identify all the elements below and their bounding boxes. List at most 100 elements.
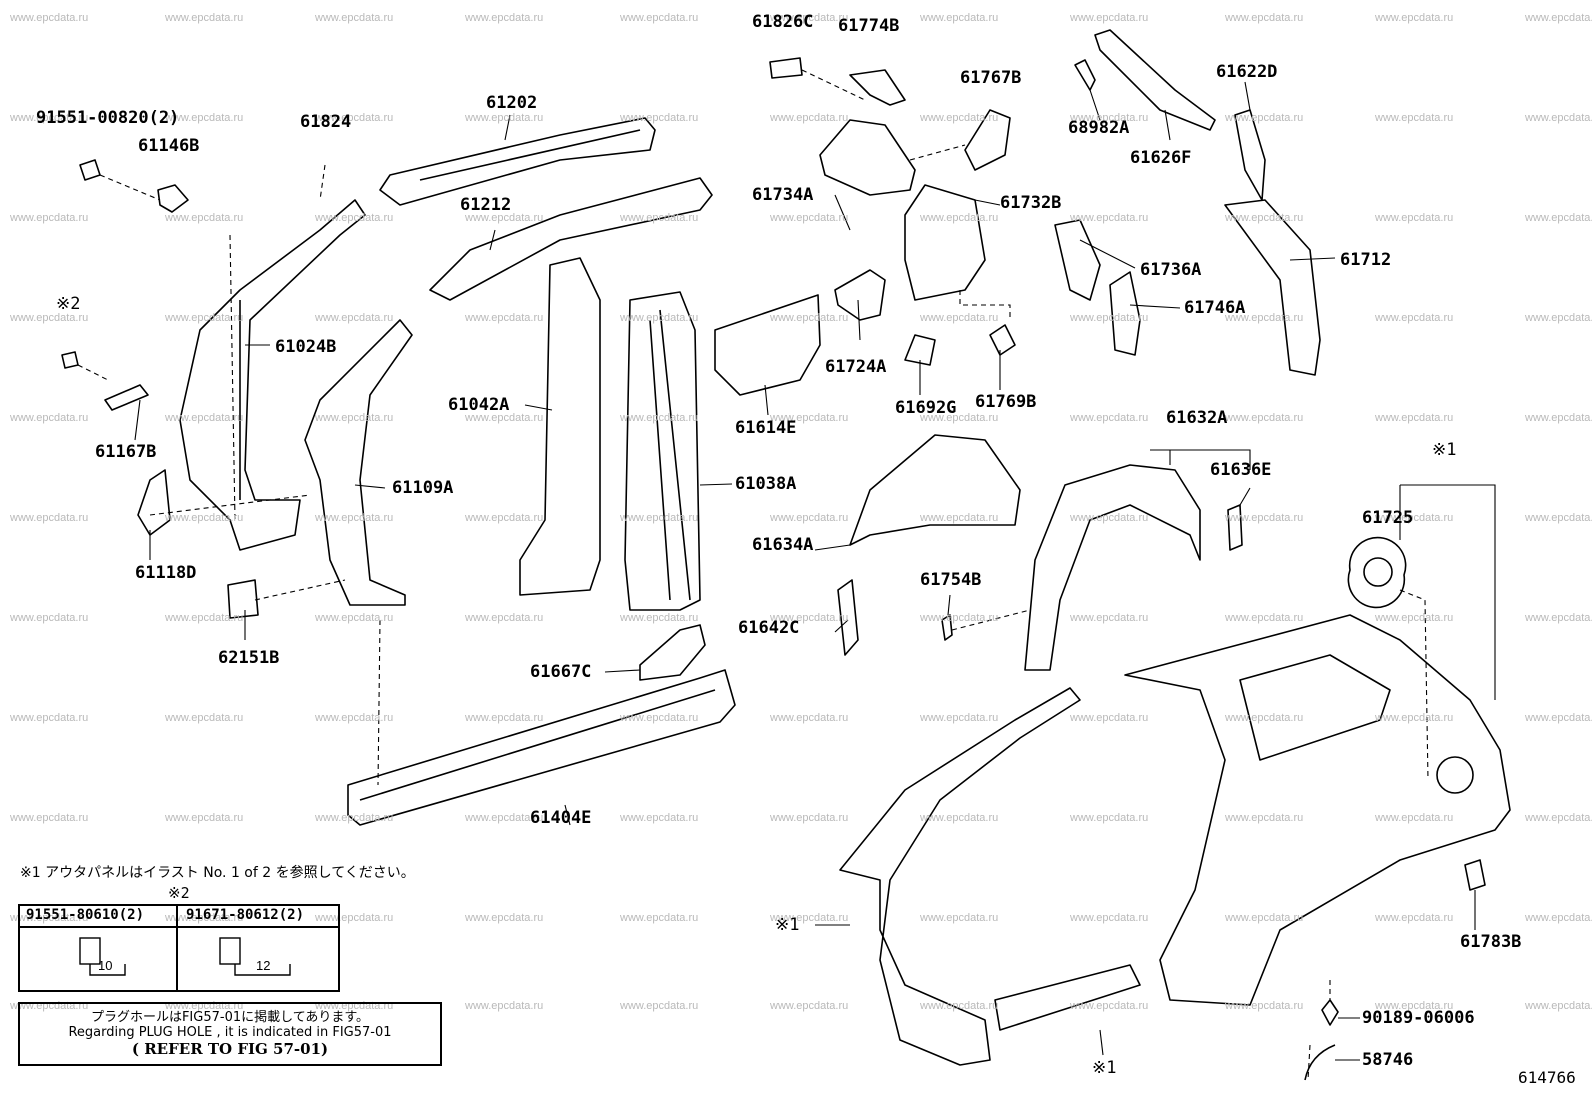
watermark-text: www.epcdata.ru <box>1525 712 1592 724</box>
watermark-text: www.epcdata.ru <box>1375 212 1454 224</box>
label-61724A[interactable]: 61724A <box>825 357 887 377</box>
label-61167B[interactable]: 61167B <box>95 442 157 462</box>
label-61634A[interactable]: 61634A <box>752 535 814 555</box>
label-61746A[interactable]: 61746A <box>1184 298 1246 318</box>
label-61118D[interactable]: 61118D <box>135 563 197 583</box>
label-61622D[interactable]: 61622D <box>1216 62 1278 82</box>
label-61754B[interactable]: 61754B <box>920 570 982 590</box>
label-61024B[interactable]: 61024B <box>275 337 337 357</box>
label-61632A[interactable]: 61632A <box>1166 408 1228 428</box>
watermark-text: www.epcdata.ru <box>1070 112 1149 124</box>
watermark-text: www.epcdata.ru <box>1525 12 1592 24</box>
label-61212[interactable]: 61212 <box>460 195 512 215</box>
watermark-text: www.epcdata.ru <box>1375 112 1454 124</box>
label-61712[interactable]: 61712 <box>1340 250 1392 270</box>
part-61732B-shape <box>904 184 986 301</box>
label-61769B[interactable]: 61769B <box>975 392 1037 412</box>
watermark-text: www.epcdata.ru <box>10 312 89 324</box>
label-62151B[interactable]: 62151B <box>218 648 280 668</box>
label-61636E[interactable]: 61636E <box>1210 460 1272 480</box>
label-61404E[interactable]: 61404E <box>530 808 592 828</box>
watermark-text: www.epcdata.ru <box>1375 612 1454 624</box>
watermark-text: www.epcdata.ru <box>1225 612 1304 624</box>
part-61212-shape <box>429 177 713 301</box>
watermark-text: www.epcdata.ru <box>1225 412 1304 424</box>
label-61667C[interactable]: 61667C <box>530 662 592 682</box>
watermark-text: www.epcdata.ru <box>770 412 849 424</box>
part-61712-shape <box>1224 199 1321 376</box>
watermark-text: www.epcdata.ru <box>10 412 89 424</box>
label-61109A[interactable]: 61109A <box>392 478 454 498</box>
watermark-text: www.epcdata.ru <box>315 112 394 124</box>
label-61626F[interactable]: 61626F <box>1130 148 1192 168</box>
label-ref1-left: ※1 <box>775 915 800 935</box>
watermark-text: www.epcdata.ru <box>620 412 699 424</box>
watermark-text: www.epcdata.ru <box>165 812 244 824</box>
label-61038A[interactable]: 61038A <box>735 474 797 494</box>
watermark-text: www.epcdata.ru <box>1225 812 1304 824</box>
part-61734A-shape <box>819 119 916 196</box>
watermark-text: www.epcdata.ru <box>1225 1000 1304 1012</box>
watermark-text: www.epcdata.ru <box>165 212 244 224</box>
watermark-text: www.epcdata.ru <box>465 212 544 224</box>
watermark-text: www.epcdata.ru <box>770 1000 849 1012</box>
watermark-text: www.epcdata.ru <box>1375 312 1454 324</box>
label-61734A[interactable]: 61734A <box>752 185 814 205</box>
watermark-text: www.epcdata.ru <box>1375 1000 1454 1012</box>
figure-number: 614766 <box>1518 1068 1576 1087</box>
watermark-text: www.epcdata.ru <box>1525 812 1592 824</box>
plug-hole-note-ref[interactable]: ( REFER TO FIG 57-01) <box>131 1040 329 1058</box>
part-61746A-shape <box>1109 271 1141 356</box>
label-61642C[interactable]: 61642C <box>738 618 800 638</box>
label-61692G[interactable]: 61692G <box>895 398 957 418</box>
label-68982A[interactable]: 68982A <box>1068 118 1130 138</box>
watermark-text: www.epcdata.ru <box>620 1000 699 1012</box>
watermark-text: www.epcdata.ru <box>1525 512 1592 524</box>
watermark-text: www.epcdata.ru <box>465 912 544 924</box>
part-62151B-shape <box>227 579 259 619</box>
watermark-text: www.epcdata.ru <box>1225 212 1304 224</box>
label-61042A[interactable]: 61042A <box>448 395 510 415</box>
watermark-text: www.epcdata.ru <box>1375 712 1454 724</box>
watermark-text: www.epcdata.ru <box>770 312 849 324</box>
label-61783B[interactable]: 61783B <box>1460 932 1522 952</box>
part-61725-shape <box>1347 536 1407 609</box>
part-61692G-shape <box>904 334 936 366</box>
watermark-text: www.epcdata.ru <box>465 712 544 724</box>
watermark-text: www.epcdata.ru <box>1070 812 1149 824</box>
label-61826C[interactable]: 61826C <box>752 12 814 32</box>
label-61774B[interactable]: 61774B <box>838 16 900 36</box>
label-61614E[interactable]: 61614E <box>735 418 797 438</box>
part-61038A-shape <box>624 291 701 611</box>
watermark-text: www.epcdata.ru <box>1225 712 1304 724</box>
label-58746[interactable]: 58746 <box>1362 1050 1414 1070</box>
watermark-text: www.epcdata.ru <box>165 112 244 124</box>
label-61736A[interactable]: 61736A <box>1140 260 1202 280</box>
label-61146B[interactable]: 61146B <box>138 136 200 156</box>
watermark-text: www.epcdata.ru <box>920 912 999 924</box>
watermark-text: www.epcdata.ru <box>315 912 394 924</box>
watermark-text: www.epcdata.ru <box>770 212 849 224</box>
label-91551-00820[interactable]: 91551-00820(2) <box>36 108 180 128</box>
fastener-table: 91551-80610(2) 91671-80612(2) 10 12 <box>18 904 340 992</box>
label-61732B[interactable]: 61732B <box>1000 193 1062 213</box>
label-61725[interactable]: 61725 <box>1362 508 1414 528</box>
label-ref2-marker: ※2 <box>56 294 81 314</box>
label-61202[interactable]: 61202 <box>486 93 538 113</box>
watermark-text: www.epcdata.ru <box>315 412 394 424</box>
label-61767B[interactable]: 61767B <box>960 68 1022 88</box>
watermark-text: www.epcdata.ru <box>770 12 849 24</box>
part-61632A-shape <box>1024 464 1201 671</box>
watermark-text: www.epcdata.ru <box>10 712 89 724</box>
label-61824[interactable]: 61824 <box>300 112 352 132</box>
watermark-text: www.epcdata.ru <box>10 212 89 224</box>
watermark-text: www.epcdata.ru <box>770 112 849 124</box>
watermark-text: www.epcdata.ru <box>165 312 244 324</box>
watermark-text: www.epcdata.ru <box>920 512 999 524</box>
label-90189-06006[interactable]: 90189-06006 <box>1362 1008 1475 1028</box>
watermark-text: www.epcdata.ru <box>770 912 849 924</box>
part-90189-shape <box>1321 999 1339 1026</box>
watermark-text: www.epcdata.ru <box>1225 12 1304 24</box>
label-ref1-bottom: ※1 <box>1092 1058 1117 1078</box>
watermark-text: www.epcdata.ru <box>165 512 244 524</box>
